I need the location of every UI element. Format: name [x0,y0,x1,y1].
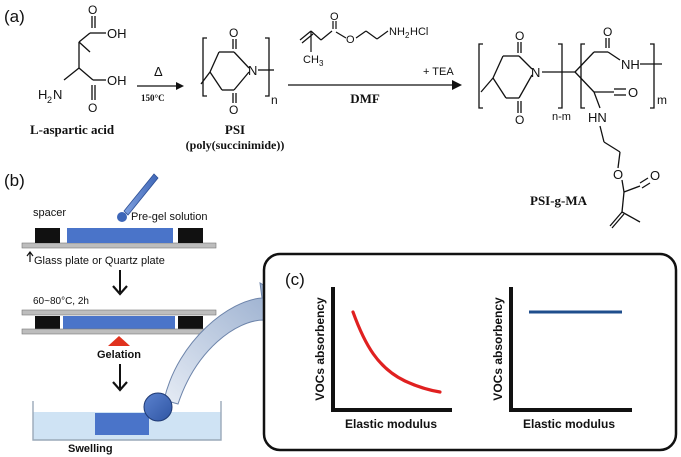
product-name: PSI-g-MA [530,193,588,208]
plot-left-xlabel: Elastic modulus [345,417,437,431]
spacer-label: spacer [33,207,66,219]
condition-label: 60~80°C, 2h [33,296,89,307]
glass-plate-top [21,309,217,316]
panel-a-label: (a) [4,7,25,26]
spacer-right-2 [178,316,203,329]
plot-left-ylabel: VOCs absorbency [313,297,327,401]
spacer-left-2 [35,316,60,329]
product-hn: HN [588,110,607,125]
psi-fullname: (poly(succinimide)) [186,138,285,152]
glass-plate-bottom [21,328,217,335]
aspartic-oh-top: OH [107,26,127,41]
psi-name: PSI [225,122,245,137]
swollen-gel [95,413,149,435]
product-o-top: O [515,29,524,43]
pregel-label: Pre-gel solution [131,211,207,223]
pregel-layer [67,228,173,243]
spacer-right-1 [178,228,203,243]
aspartic-acid-name: L-aspartic acid [30,122,115,137]
psi-o-bottom: O [229,103,238,117]
heat-temperature: 150°C [141,93,165,103]
plate-indicator-arrow [26,251,34,262]
aspartic-amine-sub: 2 [47,95,52,105]
aspartic-o-top: O [88,3,97,17]
plot-left: VOCs absorbency Elastic modulus [313,287,452,431]
product-o-ester: O [613,167,623,182]
panel-c-label: (c) [285,270,305,289]
plot-left-axes [331,287,452,412]
heat-arrow [137,82,184,90]
gelation-label: Gelation [97,349,141,361]
product-n-atom: N [531,65,540,80]
pregel-drop [117,212,127,222]
swelling-bath [32,401,222,441]
pipette [123,173,159,216]
psi-o-top: O [229,26,238,40]
aspartic-amine-h: H [38,87,47,102]
gel-layer [63,316,175,329]
swelling-label: Swelling [68,443,113,455]
psi-subscript: n [271,93,278,107]
product-structure [478,38,662,229]
aspartic-o-bottom: O [88,101,97,115]
aspartic-oh-bottom: OH [107,73,127,88]
product-o-amide: O [628,85,638,100]
plot-right-axes [509,287,632,412]
aspartic-acid-structure [63,16,106,100]
gelation-triangle [108,336,130,346]
panel-c-frame [262,252,678,452]
psi-n-atom: N [248,63,257,78]
plot-left-curve [351,310,442,394]
product-o-carbonyl: O [650,168,660,183]
mold-step-2 [21,309,217,335]
reagent-hcl: HCl [410,26,428,38]
zoom-bubble [143,392,173,422]
reagent-o-ester: O [346,34,355,46]
reagent-nh2: NH [389,26,405,38]
reaction-dmf: DMF [350,91,380,106]
panel-a: (a) OH O OH O H 2 N L-aspartic acid Δ [4,3,667,229]
product-ring-o: O [603,25,612,39]
plot-right: VOCs absorbency Elastic modulus [491,287,632,431]
mold-step-1 [21,228,217,249]
reagent-ch3-sub: 3 [319,59,324,68]
reaction-arrow [288,80,462,90]
panel-b: (b) Pre-gel solution spacer Glass plate … [4,171,305,455]
reagent-o-carbonyl: O [330,11,339,23]
reagent-nh2-sub: 2 [405,31,410,40]
product-o-bottom: O [515,113,524,127]
product-sub-nm: n-m [552,111,571,123]
reaction-tea: + TEA [423,66,454,78]
bath-container [32,401,222,441]
glass-plate-1 [21,242,217,249]
panel-b-label: (b) [4,171,25,190]
product-ring-nh: NH [621,57,640,72]
product-sub-m: m [657,93,667,107]
spacer-left-1 [35,228,60,243]
plot-right-xlabel: Elastic modulus [523,417,615,431]
panel-c: (c) VOCs absorbency Elastic modulus VOCs… [262,252,678,452]
process-arrow-1 [112,270,128,296]
process-arrow-2 [112,364,128,392]
reagent-ch3: CH [303,54,319,66]
psi-structure [200,37,274,103]
reagent-structure [299,21,389,52]
plate-label: Glass plate or Quartz plate [34,255,165,267]
plot-right-ylabel: VOCs absorbency [491,297,505,401]
aspartic-amine-n: N [53,87,62,102]
heat-symbol: Δ [154,64,163,79]
